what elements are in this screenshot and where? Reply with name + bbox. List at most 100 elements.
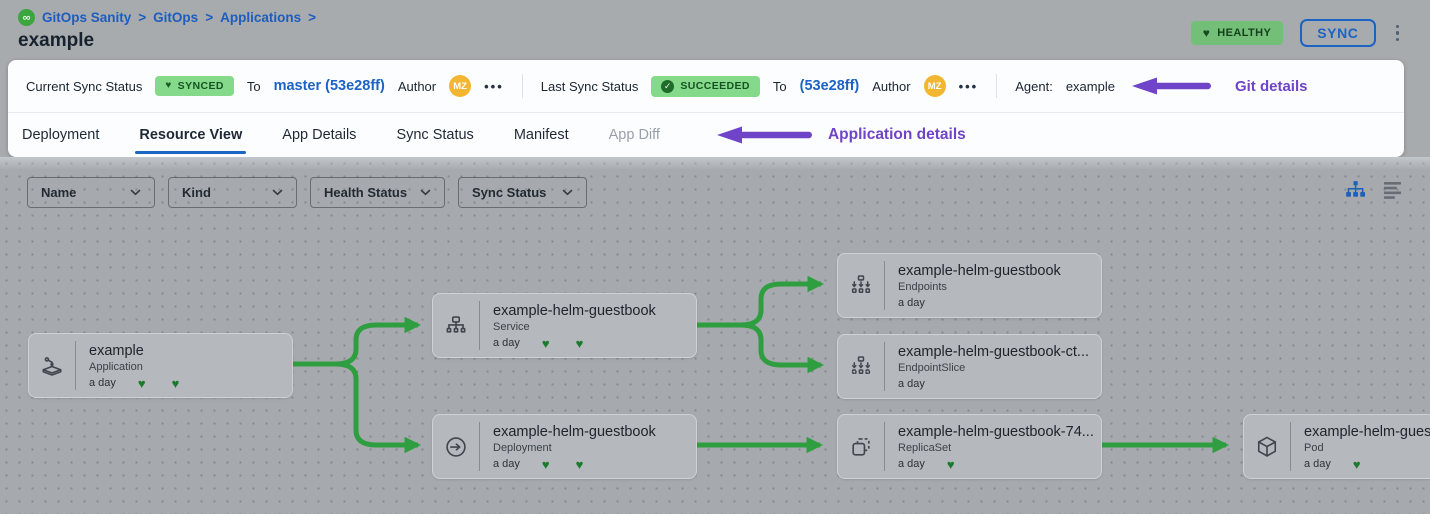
- node-meta: a day ♥♥: [89, 377, 179, 390]
- divider: [884, 261, 885, 310]
- author-label: Author: [872, 78, 911, 94]
- node-age: a day: [89, 377, 116, 389]
- node-age: a day: [1304, 458, 1331, 470]
- kebab-menu-icon[interactable]: [1393, 22, 1403, 45]
- node-title: example-helm-guestbook-ct...: [898, 344, 1089, 360]
- list-view-icon[interactable]: [1382, 181, 1403, 200]
- node-meta: a day ♥♥: [493, 337, 656, 350]
- breadcrumb-applications[interactable]: Applications: [220, 10, 302, 25]
- resource-node-application[interactable]: example Application a day ♥♥: [28, 333, 293, 398]
- more-options-dots[interactable]: •••: [958, 78, 979, 94]
- tab-manifest[interactable]: Manifest: [513, 127, 569, 143]
- health-heart-icon: ♥: [575, 456, 584, 472]
- synced-badge-label: SYNCED: [177, 80, 224, 92]
- node-title: example-helm-guestbook: [493, 302, 656, 319]
- chevron-down-icon: [420, 189, 431, 196]
- resource-node-service[interactable]: example-helm-guestbook Service a day ♥♥: [432, 293, 697, 358]
- resource-node-deployment[interactable]: example-helm-guestbook Deployment a day …: [432, 414, 697, 479]
- divider: [884, 422, 885, 471]
- tab-deployment[interactable]: Deployment: [22, 127, 100, 143]
- check-circle-icon: ✓: [661, 79, 675, 93]
- succeeded-badge-label: SUCCEEDED: [680, 80, 750, 92]
- tab-app-details[interactable]: App Details: [282, 127, 357, 143]
- node-health-hearts: ♥♥: [138, 377, 179, 390]
- filter-label: Health Status: [324, 185, 408, 200]
- replicaset-icon: [838, 415, 884, 478]
- chevron-down-icon: [272, 189, 283, 196]
- node-meta: a day ♥: [1304, 458, 1430, 471]
- divider: [479, 301, 480, 350]
- health-badge-label: HEALTHY: [1217, 27, 1272, 39]
- filter-health-status-dropdown[interactable]: Health Status: [310, 177, 445, 208]
- breadcrumb: ∞ GitOps Sanity > GitOps > Applications …: [18, 9, 316, 26]
- node-body: example-helm-guestbook-74... ReplicaSet …: [885, 415, 1101, 478]
- divider: [479, 422, 480, 471]
- node-body: example-helm-guestbook Service a day ♥♥: [480, 294, 664, 357]
- resource-node-pod[interactable]: example-helm-guest Pod a day ♥: [1243, 414, 1430, 479]
- filter-kind-dropdown[interactable]: Kind: [168, 177, 297, 208]
- service-icon: [433, 294, 479, 357]
- chevron-down-icon: [130, 189, 141, 196]
- health-heart-icon: ♥: [1352, 456, 1361, 472]
- divider: [521, 74, 523, 98]
- sync-status-bar: Current Sync Status ♥ SYNCED To master (…: [8, 60, 1404, 113]
- annotation-arrow-left-icon: [1131, 77, 1211, 95]
- endpointslice-icon: [838, 335, 884, 398]
- node-kind: Service: [493, 320, 530, 333]
- node-title: example-helm-guestbook: [493, 423, 656, 440]
- breadcrumb-separator: >: [138, 10, 147, 25]
- divider: [884, 342, 885, 391]
- endpoints-icon: [838, 254, 884, 317]
- health-status-badge: ♥ HEALTHY: [1190, 21, 1284, 45]
- sync-button[interactable]: SYNC: [1300, 19, 1376, 47]
- node-kind: Deployment: [493, 441, 552, 454]
- divider: [75, 341, 76, 390]
- health-heart-icon: ♥: [541, 456, 550, 472]
- tab-app-diff[interactable]: App Diff: [608, 127, 660, 143]
- filter-sync-status-dropdown[interactable]: Sync Status: [458, 177, 587, 208]
- node-body: example-helm-guest Pod a day ♥: [1291, 415, 1430, 478]
- resource-graph-canvas: Name Kind Health Status Sync Status: [0, 157, 1430, 514]
- node-meta: a day ♥: [898, 458, 1093, 471]
- tab-resource-view[interactable]: Resource View: [135, 113, 247, 157]
- current-revision-link[interactable]: master (53e28ff): [273, 78, 385, 94]
- application-icon: [29, 334, 75, 397]
- succeeded-badge: ✓ SUCCEEDED: [651, 75, 760, 97]
- to-label: To: [246, 78, 261, 94]
- node-meta: a day: [898, 378, 1089, 390]
- node-health-hearts: ♥♥: [542, 337, 583, 350]
- health-heart-icon: ♥: [946, 456, 955, 472]
- tree-view-icon[interactable]: [1345, 180, 1366, 201]
- annotation-arrow-left-icon: [716, 126, 812, 144]
- more-options-dots[interactable]: •••: [484, 78, 504, 94]
- node-age: a day: [493, 458, 520, 470]
- resource-node-endpoints[interactable]: example-helm-guestbook Endpoints a day: [837, 253, 1102, 318]
- node-kind: Endpoints: [898, 281, 947, 293]
- author-avatar: MZ: [923, 75, 946, 97]
- page-title: example: [18, 30, 95, 51]
- filter-name-dropdown[interactable]: Name: [27, 177, 155, 208]
- filter-label: Name: [41, 185, 77, 200]
- view-toggles: [1345, 180, 1403, 201]
- current-sync-label: Current Sync Status: [26, 78, 143, 94]
- gitops-logo-icon: ∞: [18, 9, 35, 26]
- node-title: example: [89, 342, 144, 359]
- author-label: Author: [397, 78, 437, 94]
- resource-node-replicaset[interactable]: example-helm-guestbook-74... ReplicaSet …: [837, 414, 1102, 479]
- tabs-bar: Deployment Resource View App Details Syn…: [8, 113, 1404, 157]
- resource-node-endpointslice[interactable]: example-helm-guestbook-ct... EndpointSli…: [837, 334, 1102, 399]
- tab-sync-status[interactable]: Sync Status: [396, 127, 474, 143]
- breadcrumb-section[interactable]: GitOps: [153, 10, 199, 25]
- node-kind: Application: [89, 360, 143, 373]
- app-header-panel: Current Sync Status ♥ SYNCED To master (…: [8, 60, 1404, 157]
- heart-icon: ♥: [1202, 26, 1211, 40]
- node-age: a day: [898, 297, 925, 309]
- agent-group: Agent: example: [1015, 79, 1115, 94]
- node-age: a day: [493, 337, 520, 349]
- to-label: To: [772, 78, 787, 94]
- divider: [996, 74, 998, 98]
- last-revision-link[interactable]: (53e28ff): [799, 78, 860, 94]
- application-details-annotation-text: Application details: [827, 126, 966, 143]
- breadcrumb-app[interactable]: GitOps Sanity: [42, 10, 132, 25]
- last-sync-label: Last Sync Status: [540, 78, 639, 94]
